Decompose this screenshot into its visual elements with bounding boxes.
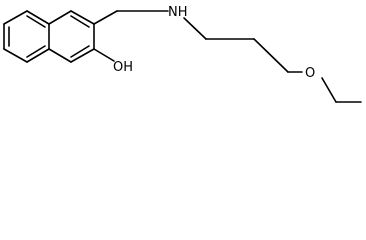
bond-c2-oh bbox=[93, 48, 115, 62]
double-bond-inner bbox=[70, 15, 90, 28]
bond bbox=[3, 48, 28, 63]
double-bond-inner bbox=[26, 45, 46, 58]
hydroxyl-label: OH bbox=[113, 60, 133, 75]
atom-labels: NH OH O bbox=[113, 5, 315, 81]
bond bbox=[26, 10, 50, 25]
double-bond-inner bbox=[26, 15, 46, 28]
bond bbox=[70, 10, 95, 25]
bond bbox=[48, 10, 72, 25]
ether-oxygen-label: O bbox=[305, 66, 315, 81]
bond-o-ethyl bbox=[321, 77, 337, 103]
substituent-chains bbox=[93, 10, 362, 103]
bond bbox=[70, 48, 95, 63]
bond bbox=[26, 48, 50, 63]
bond bbox=[48, 48, 72, 63]
amine-label: NH bbox=[168, 5, 188, 20]
bond-n-c bbox=[183, 17, 207, 40]
bond-c1-ch2 bbox=[93, 10, 118, 25]
bond bbox=[3, 10, 28, 25]
chemical-structure-diagram: NH OH O bbox=[3, 5, 362, 103]
naphthalene-ring-system bbox=[3, 10, 95, 63]
double-bond-inner bbox=[70, 45, 90, 58]
bond bbox=[253, 38, 289, 73]
